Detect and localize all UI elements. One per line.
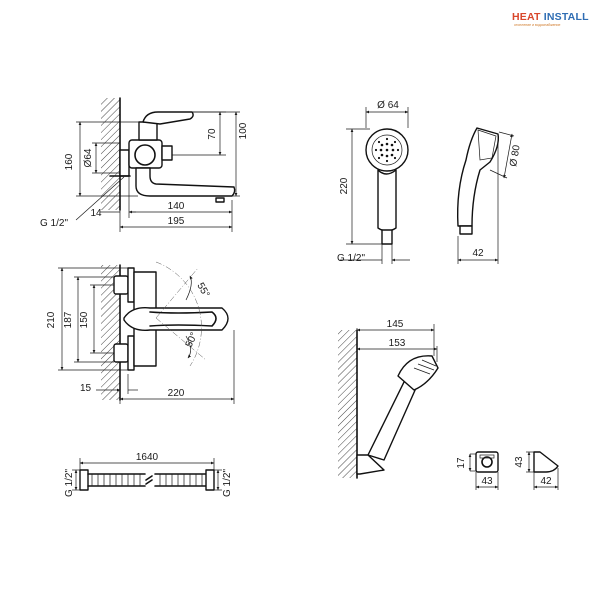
mixer-front-view: 55° 50° 210 187 150 15 220 bbox=[46, 261, 235, 404]
flange-top bbox=[127, 267, 135, 303]
hose-ribs-left bbox=[91, 474, 141, 486]
flange-bottom bbox=[127, 335, 135, 371]
dim-100-label: 100 bbox=[238, 122, 249, 139]
lever-handle bbox=[142, 111, 194, 125]
dim-187-label: 187 bbox=[63, 311, 74, 328]
shower-side-face bbox=[477, 129, 497, 161]
dim-14-label: 14 bbox=[90, 208, 102, 219]
front-lever bbox=[123, 307, 229, 331]
hose-break bbox=[145, 475, 153, 485]
dim-195-label: 195 bbox=[168, 216, 185, 227]
holder-42-label: 42 bbox=[540, 476, 552, 487]
shower-side-body bbox=[457, 127, 500, 227]
mixer-body-circle bbox=[134, 144, 156, 166]
handshower-front-view: Ø 64 220 G 1/2" bbox=[337, 100, 410, 264]
dim-153-label: 153 bbox=[389, 338, 406, 349]
wall-hatch-holder bbox=[338, 330, 357, 478]
thread-side-label: G 1/2" bbox=[40, 218, 68, 229]
dim-210-label: 210 bbox=[46, 311, 57, 328]
handshower-side-view: Ø 80 42 bbox=[457, 127, 523, 264]
aerator bbox=[215, 197, 225, 203]
dim-1640-label: 1640 bbox=[136, 452, 159, 463]
spout bbox=[135, 167, 236, 197]
shower-hose-view: 1640 G 1/2" G 1/2" bbox=[64, 452, 233, 497]
shower-thread-label: G 1/2" bbox=[337, 253, 365, 264]
dim-70-label: 70 bbox=[207, 128, 218, 140]
angle-50-label: 50° bbox=[184, 331, 200, 349]
holder-17-label: 17 bbox=[456, 457, 467, 469]
dim-220-label: 220 bbox=[168, 388, 185, 399]
mixer-side-view: 70 100 160 Ø64 140 14 195 G 1/2" bbox=[40, 97, 249, 232]
eccentric-bottom bbox=[113, 343, 129, 363]
lever-inner bbox=[149, 311, 217, 327]
shower-220-label: 220 bbox=[339, 177, 350, 194]
eccentric-top bbox=[113, 275, 129, 295]
shower-handle bbox=[377, 169, 397, 232]
shower-on-holder-view: 145 153 bbox=[338, 319, 439, 479]
brand-name-heat: HEAT bbox=[512, 11, 544, 23]
brand-tagline: отопление и водоснабжение bbox=[514, 23, 561, 27]
shower-d64-label: Ø 64 bbox=[377, 100, 399, 111]
holder-front-hole bbox=[481, 456, 493, 468]
holder-43b-label: 43 bbox=[514, 456, 525, 468]
dim-d64-label: Ø64 bbox=[83, 148, 94, 167]
hose-nut-right bbox=[205, 469, 215, 491]
hose-thread-right-label: G 1/2" bbox=[222, 469, 233, 497]
brand-logo: HEAT INSTALL отопление и водоснабжение bbox=[512, 7, 596, 29]
wall-hatch bbox=[101, 98, 120, 210]
brand-name-install: INSTALL bbox=[543, 11, 589, 23]
eccentric-connector bbox=[119, 149, 130, 177]
holder-side bbox=[533, 451, 559, 473]
shower-side-nut bbox=[459, 225, 473, 235]
body-cap bbox=[161, 145, 173, 161]
hose-nut-left bbox=[79, 469, 89, 491]
shower-connector bbox=[381, 229, 393, 245]
holder-shower-head bbox=[397, 355, 439, 391]
thread-leader bbox=[75, 176, 125, 221]
dim-145-label: 145 bbox=[387, 319, 404, 330]
cartridge-cover bbox=[138, 121, 158, 141]
dim-15-label: 15 bbox=[80, 383, 92, 394]
dim-150-label: 150 bbox=[79, 311, 90, 328]
holder-43a-label: 43 bbox=[481, 476, 493, 487]
wall-hatch-front bbox=[101, 265, 120, 400]
dim-line-shower-d80 bbox=[503, 133, 513, 179]
holder-detail-views: 17 43 43 42 bbox=[456, 451, 559, 490]
holder-shower-handle bbox=[367, 379, 417, 461]
dim-140-label: 140 bbox=[168, 201, 185, 212]
brand-name: HEAT INSTALL bbox=[512, 11, 589, 23]
rotation-arc bbox=[155, 261, 202, 367]
holder-front bbox=[475, 451, 499, 473]
wall-holder bbox=[356, 454, 385, 475]
shower-nozzles bbox=[374, 137, 400, 163]
hose-ribs-right bbox=[159, 474, 203, 486]
dim-160-label: 160 bbox=[64, 153, 75, 170]
angle-55-label: 55° bbox=[194, 281, 211, 300]
shower-42-label: 42 bbox=[472, 248, 484, 259]
mixer-body bbox=[128, 139, 163, 169]
shower-d80-label: Ø 80 bbox=[508, 144, 523, 168]
hose-thread-left-label: G 1/2" bbox=[64, 469, 75, 497]
